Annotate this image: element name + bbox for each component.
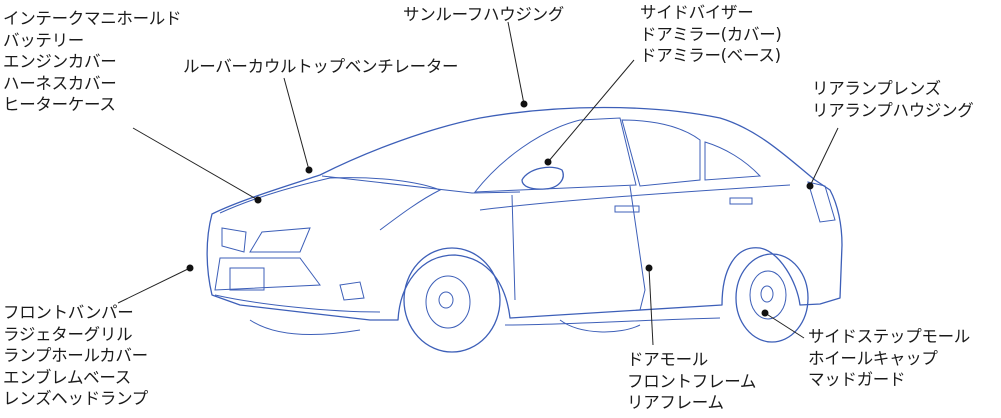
rear-door-handle: [730, 198, 752, 204]
side-skirt: [505, 318, 720, 325]
label-engine-group: インテークマニホールド バッテリー エンジンカバー ハーネスカバー ヒーターケー…: [3, 8, 181, 116]
label-front-frame: フロントフレーム: [627, 371, 756, 393]
label-wheel-cap: ホイールキャップ: [808, 348, 970, 370]
rear-side-window: [705, 142, 760, 180]
label-battery: バッテリー: [3, 30, 181, 52]
label-rear-lamp-lens: リアランプレンズ: [812, 78, 974, 100]
door-mirror: [522, 167, 563, 189]
label-side-step-molding: サイドステップモール: [808, 326, 970, 348]
label-rear-lamp-group: リアランプレンズ リアランプハウジング: [812, 78, 974, 121]
label-cowl-group: ルーバーカウルトップベンチレーター: [183, 56, 458, 78]
dot-door: [646, 265, 653, 272]
dot-rear-lamp: [807, 183, 814, 190]
car-body-outline: [207, 108, 842, 321]
leader-engine: [133, 128, 258, 200]
label-front-group: フロントバンパー ラジェターグリル ランプホールカバー エンブレムベース レンズ…: [3, 302, 148, 410]
front-door-handle: [615, 206, 639, 212]
label-door-mirror-base: ドアミラー(ベース): [640, 45, 782, 67]
dot-sunroof: [521, 101, 528, 108]
label-lens-headlamp: レンズヘッドランプ: [3, 388, 148, 410]
label-wheel-group: サイドステップモール ホイールキャップ マッドガード: [808, 326, 970, 391]
leader-sunroof: [508, 22, 524, 104]
leader-door: [649, 268, 653, 345]
label-radiator-grille: ラジェターグリル: [3, 324, 148, 346]
label-harness-cover: ハーネスカバー: [3, 73, 181, 95]
dot-cowl: [306, 167, 313, 174]
front-lower-bumper: [215, 295, 380, 312]
label-cowl-top-ventilator: ルーバーカウルトップベンチレーター: [183, 56, 458, 78]
headlamp-left: [222, 228, 246, 252]
label-emblem-base: エンブレムベース: [3, 367, 148, 389]
label-rear-frame: リアフレーム: [627, 392, 756, 414]
label-rear-lamp-housing: リアランプハウジング: [812, 100, 974, 122]
windshield: [475, 118, 636, 192]
dot-engine: [255, 197, 262, 204]
dot-front: [187, 265, 194, 272]
leader-front: [118, 268, 190, 303]
leader-rear-lamp: [810, 128, 838, 186]
leader-mirror: [548, 60, 634, 162]
leader-cowl: [284, 78, 309, 170]
dot-mirror: [545, 159, 552, 166]
label-lamp-hole-cover: ランプホールカバー: [3, 345, 148, 367]
label-side-visor: サイドバイザー: [640, 2, 782, 24]
label-door-group: ドアモール フロントフレーム リアフレーム: [627, 349, 756, 414]
label-intake-manifold: インテークマニホールド: [3, 8, 181, 30]
label-heater-case: ヒーターケース: [3, 94, 181, 116]
grille: [215, 258, 320, 290]
label-mud-guard: マッドガード: [808, 369, 970, 391]
label-sunroof-group: サンルーフハウジング: [403, 4, 564, 26]
rear-wheel-cap: [761, 286, 773, 302]
license-plate: [230, 268, 264, 290]
headlamp-right: [250, 228, 310, 252]
front-wheel-tire: [404, 248, 500, 352]
label-front-bumper: フロントバンパー: [3, 302, 148, 324]
dot-wheel: [762, 310, 769, 317]
front-wheel-cap: [439, 292, 453, 308]
label-sunroof-housing: サンルーフハウジング: [403, 4, 564, 26]
label-door-mirror-cover: ドアミラー(カバー): [640, 24, 782, 46]
underbody-front: [250, 320, 360, 334]
label-door-molding: ドアモール: [627, 349, 756, 371]
underbody-mid: [560, 320, 640, 332]
leader-wheel: [765, 313, 804, 338]
label-engine-cover: エンジンカバー: [3, 51, 181, 73]
label-mirror-group: サイドバイザー ドアミラー(カバー) ドアミラー(ベース): [640, 2, 782, 67]
front-wheel-hub: [426, 276, 470, 328]
fog-lamp: [340, 282, 364, 300]
